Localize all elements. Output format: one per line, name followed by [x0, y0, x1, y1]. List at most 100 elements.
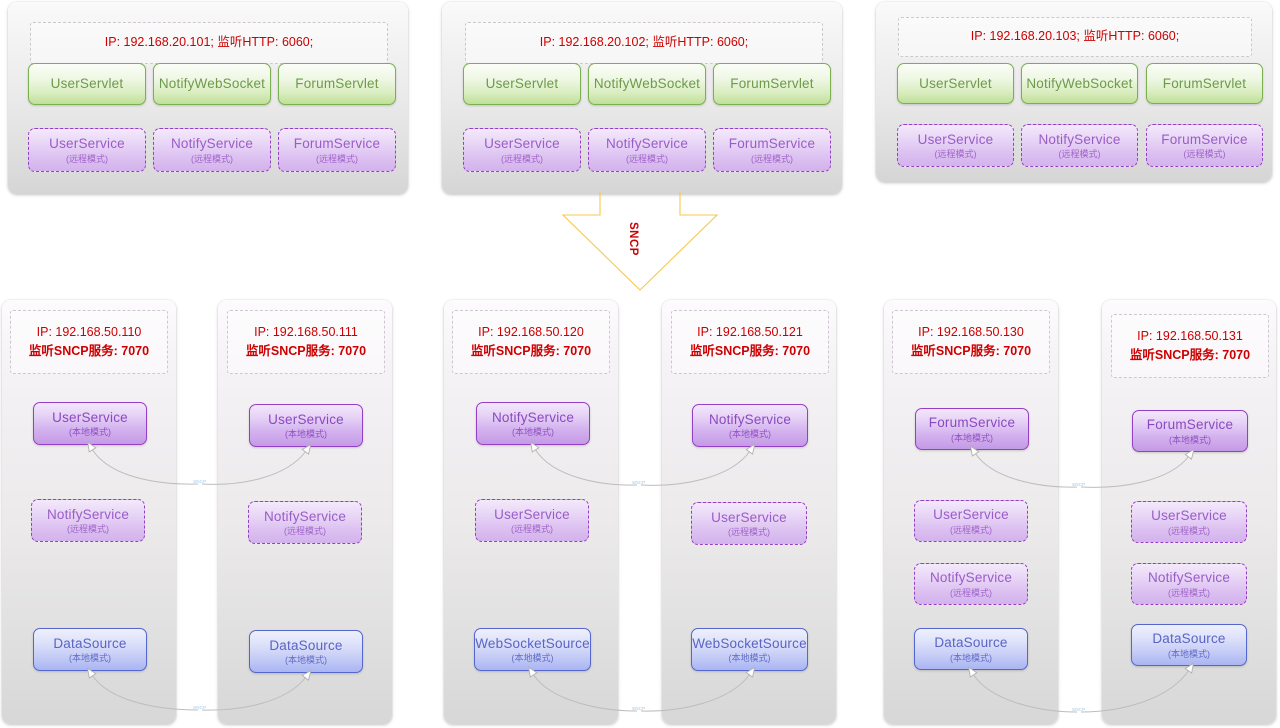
node-name: UserService	[1151, 508, 1227, 524]
ip-line-2: 监听SNCP服务: 7070	[910, 344, 1032, 358]
node-name: WebSocketSource	[692, 635, 807, 651]
node-name: WebSocketSource	[475, 635, 590, 651]
node-mode: (本地模式)	[1169, 434, 1211, 445]
service-node-6-item-4[interactable]: DataSource (本地模式)	[1131, 624, 1247, 666]
web-node-1-ip-header: IP: 192.168.20.101; 监听HTTP: 6060;	[30, 22, 388, 64]
ip-line-1: IP: 192.168.50.131	[1137, 328, 1243, 343]
web-node-3-servlet-1[interactable]: UserServlet	[897, 63, 1014, 104]
servlet-label: ForumServlet	[295, 76, 379, 92]
web-node-1-servlet-3[interactable]: ForumServlet	[278, 63, 396, 105]
node-name: NotifyService	[929, 570, 1013, 586]
web-node-2-servlet-3[interactable]: ForumServlet	[713, 63, 831, 105]
node-mode: (远程模式)	[511, 524, 553, 535]
connector-label-c-top: SNCP	[1072, 482, 1086, 487]
service-mode: (远程模式)	[191, 153, 233, 164]
servlet-label: NotifyWebSocket	[593, 76, 701, 92]
ip-line-1: IP: 192.168.50.121	[697, 324, 803, 339]
node-mode: (本地模式)	[1168, 648, 1210, 659]
node-name: DataSource	[269, 637, 343, 653]
connector-label-c-bottom: SNCP	[1072, 707, 1086, 712]
ip-line-2: 监听SNCP服务: 7070	[28, 344, 150, 358]
node-mode: (本地模式)	[951, 432, 993, 443]
web-node-2-service-2[interactable]: NotifyService (远程模式)	[588, 128, 706, 172]
ip-line-1: IP: 192.168.50.110	[36, 324, 142, 339]
node-mode: (本地模式)	[728, 653, 771, 664]
node-mode: (远程模式)	[284, 526, 326, 537]
node-name: DataSource	[1152, 631, 1226, 647]
node-name: NotifyService	[708, 411, 792, 427]
node-mode: (远程模式)	[728, 527, 770, 538]
node-name: UserService	[494, 506, 570, 522]
service-node-3-item-3[interactable]: WebSocketSource (本地模式)	[474, 628, 591, 671]
web-node-2-ip-text: IP: 192.168.20.102; 监听HTTP: 6060;	[539, 35, 749, 50]
service-node-4-item-2[interactable]: UserService (远程模式)	[691, 502, 807, 545]
web-node-2-servlet-2[interactable]: NotifyWebSocket	[588, 63, 706, 105]
node-mode: (远程模式)	[1168, 525, 1210, 536]
ip-line-2: 监听SNCP服务: 7070	[689, 344, 811, 358]
service-mode: (远程模式)	[1058, 149, 1101, 160]
service-name: NotifyService	[605, 136, 689, 152]
web-node-1-service-2[interactable]: NotifyService (远程模式)	[153, 128, 271, 172]
node-name: NotifyService	[491, 409, 575, 425]
ip-line-1: IP: 192.168.50.130	[918, 324, 1024, 339]
service-node-2-item-1[interactable]: UserService (本地模式)	[249, 404, 363, 447]
service-node-2-item-3[interactable]: DataSource (本地模式)	[249, 630, 363, 673]
servlet-label: ForumServlet	[730, 76, 814, 92]
service-node-4-item-3[interactable]: WebSocketSource (本地模式)	[691, 628, 808, 671]
web-node-3-servlet-2[interactable]: NotifyWebSocket	[1021, 63, 1138, 104]
service-node-1-ip-header: IP: 192.168.50.110 监听SNCP服务: 7070	[10, 310, 168, 374]
service-name: ForumService	[293, 136, 381, 152]
node-name: NotifyService	[263, 508, 347, 524]
service-node-6-item-3[interactable]: NotifyService (远程模式)	[1131, 563, 1247, 605]
web-node-1-ip-text: IP: 192.168.20.101; 监听HTTP: 6060;	[104, 35, 314, 50]
node-mode: (本地模式)	[69, 653, 111, 664]
service-node-2-item-2[interactable]: NotifyService (远程模式)	[248, 501, 362, 544]
node-mode: (远程模式)	[1168, 587, 1210, 598]
web-node-2-ip-header: IP: 192.168.20.102; 监听HTTP: 6060;	[465, 22, 823, 64]
web-node-3-ip-header: IP: 192.168.20.103; 监听HTTP: 6060;	[898, 17, 1252, 57]
service-node-3-item-2[interactable]: UserService (远程模式)	[475, 499, 589, 542]
connector-label-a-top: SNCP	[193, 479, 207, 484]
web-node-1-servlet-2[interactable]: NotifyWebSocket	[153, 63, 271, 105]
node-mode: (本地模式)	[511, 653, 554, 664]
service-node-1-item-1[interactable]: UserService (本地模式)	[33, 402, 147, 445]
web-node-3-servlet-3[interactable]: ForumServlet	[1146, 63, 1263, 104]
service-name: NotifyService	[1038, 131, 1121, 147]
service-node-4-item-1[interactable]: NotifyService (本地模式)	[692, 404, 808, 447]
web-node-3-service-1[interactable]: UserService (远程模式)	[897, 124, 1014, 167]
service-name: UserService	[917, 131, 994, 147]
service-node-5-item-3[interactable]: NotifyService (远程模式)	[914, 563, 1028, 605]
service-mode: (远程模式)	[66, 153, 108, 164]
service-node-5-item-2[interactable]: UserService (远程模式)	[914, 500, 1028, 542]
web-node-1-service-3[interactable]: ForumService (远程模式)	[278, 128, 396, 172]
node-mode: (本地模式)	[285, 429, 327, 440]
service-node-1-item-3[interactable]: DataSource (本地模式)	[33, 628, 147, 671]
service-mode: (远程模式)	[501, 153, 543, 164]
servlet-label: UserServlet	[485, 76, 559, 92]
node-mode: (本地模式)	[729, 429, 771, 440]
node-mode: (远程模式)	[67, 524, 109, 535]
service-node-1-item-2[interactable]: NotifyService (远程模式)	[31, 499, 145, 542]
service-node-6-item-1[interactable]: ForumService (本地模式)	[1132, 410, 1248, 452]
web-node-1-servlet-1[interactable]: UserServlet	[28, 63, 146, 105]
service-mode: (远程模式)	[626, 153, 668, 164]
sncp-arrow-label: SNCP	[627, 222, 639, 256]
node-name: UserService	[933, 507, 1009, 523]
node-name: DataSource	[934, 635, 1008, 651]
node-name: ForumService	[1146, 417, 1234, 433]
service-node-5-item-4[interactable]: DataSource (本地模式)	[914, 628, 1028, 670]
ip-line-1: IP: 192.168.50.111	[254, 324, 358, 339]
service-name: UserService	[49, 136, 125, 152]
web-node-1-service-1[interactable]: UserService (远程模式)	[28, 128, 146, 172]
web-node-2-service-3[interactable]: ForumService (远程模式)	[713, 128, 831, 172]
web-node-2-servlet-1[interactable]: UserServlet	[463, 63, 581, 105]
node-mode: (本地模式)	[285, 655, 327, 666]
web-node-3-service-3[interactable]: ForumService (远程模式)	[1146, 124, 1263, 167]
web-node-3-service-2[interactable]: NotifyService (远程模式)	[1021, 124, 1138, 167]
web-node-2-service-1[interactable]: UserService (远程模式)	[463, 128, 581, 172]
service-node-6-item-2[interactable]: UserService (远程模式)	[1131, 501, 1247, 543]
connector-label-b-top: SNCP	[632, 480, 646, 485]
service-node-3-item-1[interactable]: NotifyService (本地模式)	[476, 402, 590, 445]
node-name: NotifyService	[46, 506, 130, 522]
service-node-5-item-1[interactable]: ForumService (本地模式)	[915, 408, 1029, 450]
